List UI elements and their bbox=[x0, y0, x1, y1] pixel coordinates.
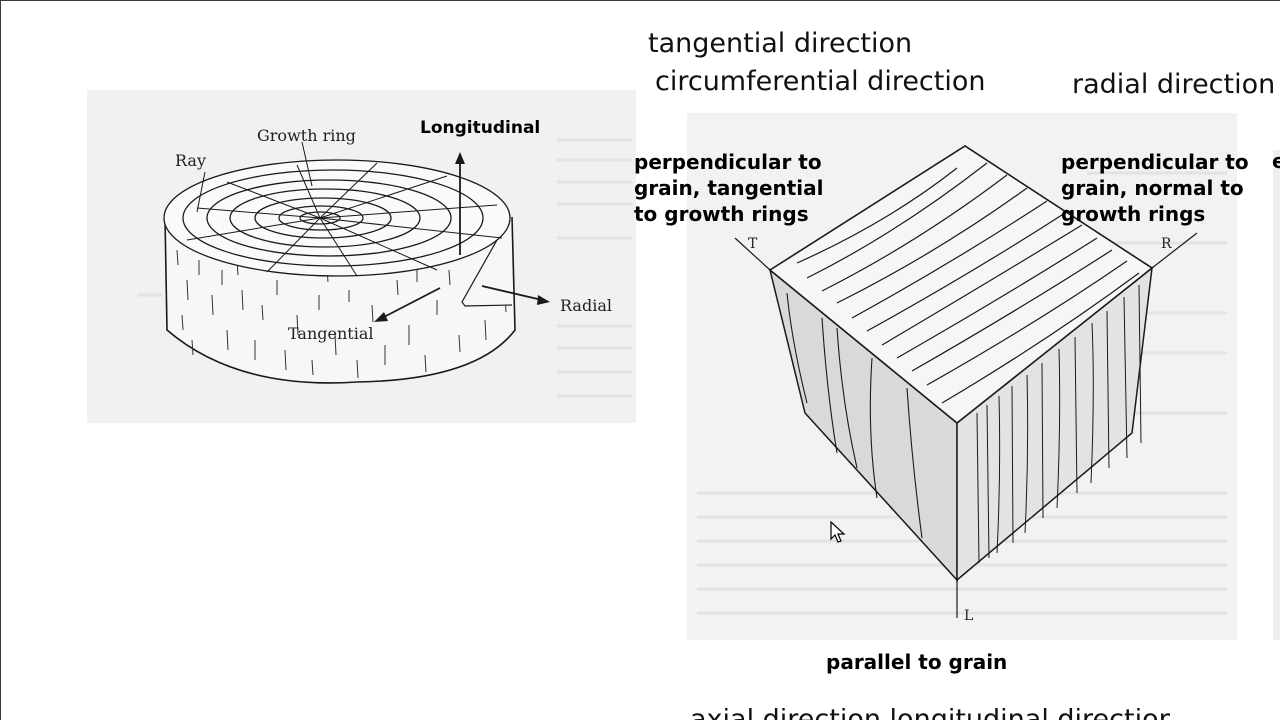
longitudinal-label: Longitudinal bbox=[420, 118, 541, 138]
mouse-cursor-icon bbox=[830, 521, 846, 543]
axis-R-label: R bbox=[1161, 236, 1172, 252]
axis-L-label: L bbox=[964, 608, 974, 624]
slide-border-top bbox=[0, 0, 1280, 1]
tangential-face-grain bbox=[786, 292, 923, 539]
end-grain-lines bbox=[796, 162, 1140, 404]
rays bbox=[186, 162, 503, 277]
log-figure bbox=[137, 138, 632, 398]
perpendicular-tangential-label: perpendicular to grain, tangential to gr… bbox=[634, 150, 824, 226]
slide-border-left bbox=[0, 0, 1, 720]
radial-face-grain bbox=[976, 284, 1142, 564]
radial-direction-heading: radial direction bbox=[1072, 69, 1276, 100]
growth-rings bbox=[163, 159, 511, 277]
clipped-bottom-text: axial direction longitudinal direction bbox=[690, 708, 1170, 720]
cube-figure-panel bbox=[687, 113, 1237, 640]
parallel-to-grain-label: parallel to grain bbox=[826, 650, 1008, 674]
wood-cube-figure bbox=[697, 145, 1227, 618]
circumferential-direction-heading: circumferential direction bbox=[655, 66, 986, 97]
axis-T-label: T bbox=[748, 236, 758, 252]
log-figure-panel bbox=[87, 90, 636, 423]
clipped-text-fragment: e bbox=[1272, 149, 1280, 173]
perpendicular-normal-label: perpendicular to grain, normal to growth… bbox=[1061, 150, 1249, 226]
radial-label: Radial bbox=[560, 296, 612, 315]
tangential-direction-heading: tangential direction bbox=[648, 28, 913, 59]
growth-ring-label: Growth ring bbox=[257, 126, 356, 145]
clipped-bottom-text-content: axial direction longitudinal direction bbox=[690, 708, 1170, 720]
clipped-figure-edge bbox=[1273, 150, 1280, 640]
ray-label: Ray bbox=[175, 151, 206, 170]
tangential-label: Tangential bbox=[288, 324, 374, 343]
